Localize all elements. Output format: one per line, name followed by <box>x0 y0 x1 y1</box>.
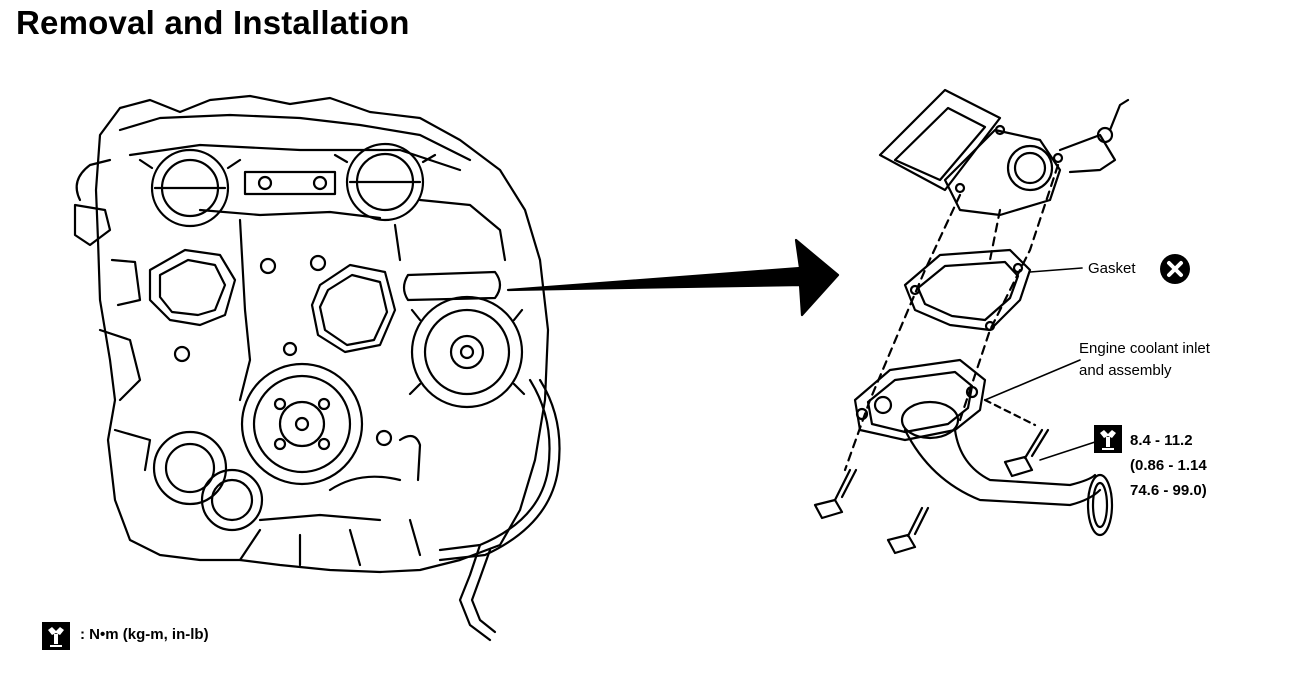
legend-units: : N•m (kg-m, in-lb) <box>80 626 209 643</box>
torque-value-kgm: (0.86 - 1.14 <box>1130 457 1207 474</box>
x-circle-icon <box>1160 254 1190 284</box>
exploded-view <box>813 88 1130 555</box>
torque-value-nm: 8.4 - 11.2 <box>1130 432 1193 449</box>
engine-front-view <box>73 94 561 642</box>
page-title: Removal and Installation <box>16 4 410 41</box>
inlet-label-line1: Engine coolant inlet <box>1079 340 1210 357</box>
legend-torque-icon <box>42 622 70 650</box>
torque-wrench-icon <box>1094 425 1122 453</box>
gasket-label: Gasket <box>1088 260 1136 277</box>
inlet-label-line2: and assembly <box>1079 362 1172 379</box>
pointer-arrow <box>506 238 840 317</box>
torque-value-inlb: 74.6 - 99.0) <box>1130 482 1207 499</box>
